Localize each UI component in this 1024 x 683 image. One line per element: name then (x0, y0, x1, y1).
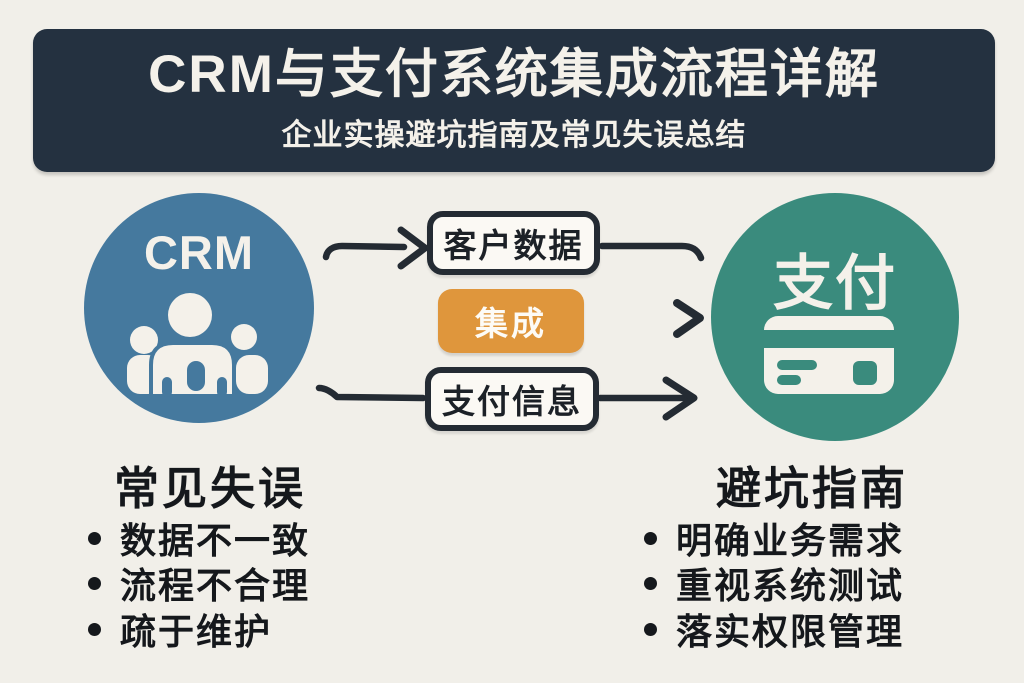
line-crm-to-payment-info (315, 384, 427, 402)
arrow-crm-to-customer-data (322, 242, 408, 261)
mistakes-item: 疏于维护 (88, 607, 272, 652)
bullet-dot (644, 531, 657, 545)
chevron-integration-icon (673, 299, 704, 338)
guide-heading: 避坑指南 (716, 463, 909, 514)
guide-item: 重视系统测试 (644, 561, 904, 606)
guide-item-label: 落实权限管理 (676, 611, 905, 652)
integration-box: 集成 (438, 289, 584, 353)
bullet-dot (88, 531, 101, 545)
line-customer-data-to-payment (598, 242, 705, 262)
mistakes-item-label: 数据不一致 (120, 520, 311, 561)
bullet-dot (88, 576, 101, 590)
payment-node-label: 支付 (773, 250, 897, 317)
users-icon (127, 293, 268, 398)
bullet-dot (644, 576, 657, 590)
crm-node: CRM (84, 193, 314, 423)
mistakes-item-label: 疏于维护 (120, 611, 273, 652)
header-banner: CRM与支付系统集成流程详解 企业实操避坑指南及常见失误总结 (33, 29, 995, 172)
guide-item: 落实权限管理 (644, 607, 904, 652)
guide-item: 明确业务需求 (644, 516, 904, 561)
payment-info-box: 支付信息 (425, 367, 599, 431)
crm-node-label: CRM (143, 226, 255, 279)
credit-card-icon (763, 316, 895, 394)
arrowhead-customer-data-icon (397, 226, 429, 270)
mistakes-item: 数据不一致 (88, 516, 310, 561)
bullet-dot (88, 622, 101, 636)
bullet-dot (644, 622, 657, 636)
guide-item-label: 重视系统测试 (676, 565, 905, 606)
mistakes-item-label: 流程不合理 (120, 565, 311, 606)
page-title: CRM与支付系统集成流程详解 (148, 44, 880, 104)
mistakes-item: 流程不合理 (88, 561, 310, 606)
customer-data-box: 客户数据 (427, 211, 600, 275)
arrowhead-payment-icon (662, 376, 698, 421)
guide-item-label: 明确业务需求 (676, 520, 905, 561)
mistakes-heading: 常见失误 (114, 463, 307, 514)
payment-node: 支付 (711, 193, 959, 441)
page-subtitle: 企业实操避坑指南及常见失误总结 (281, 119, 747, 153)
